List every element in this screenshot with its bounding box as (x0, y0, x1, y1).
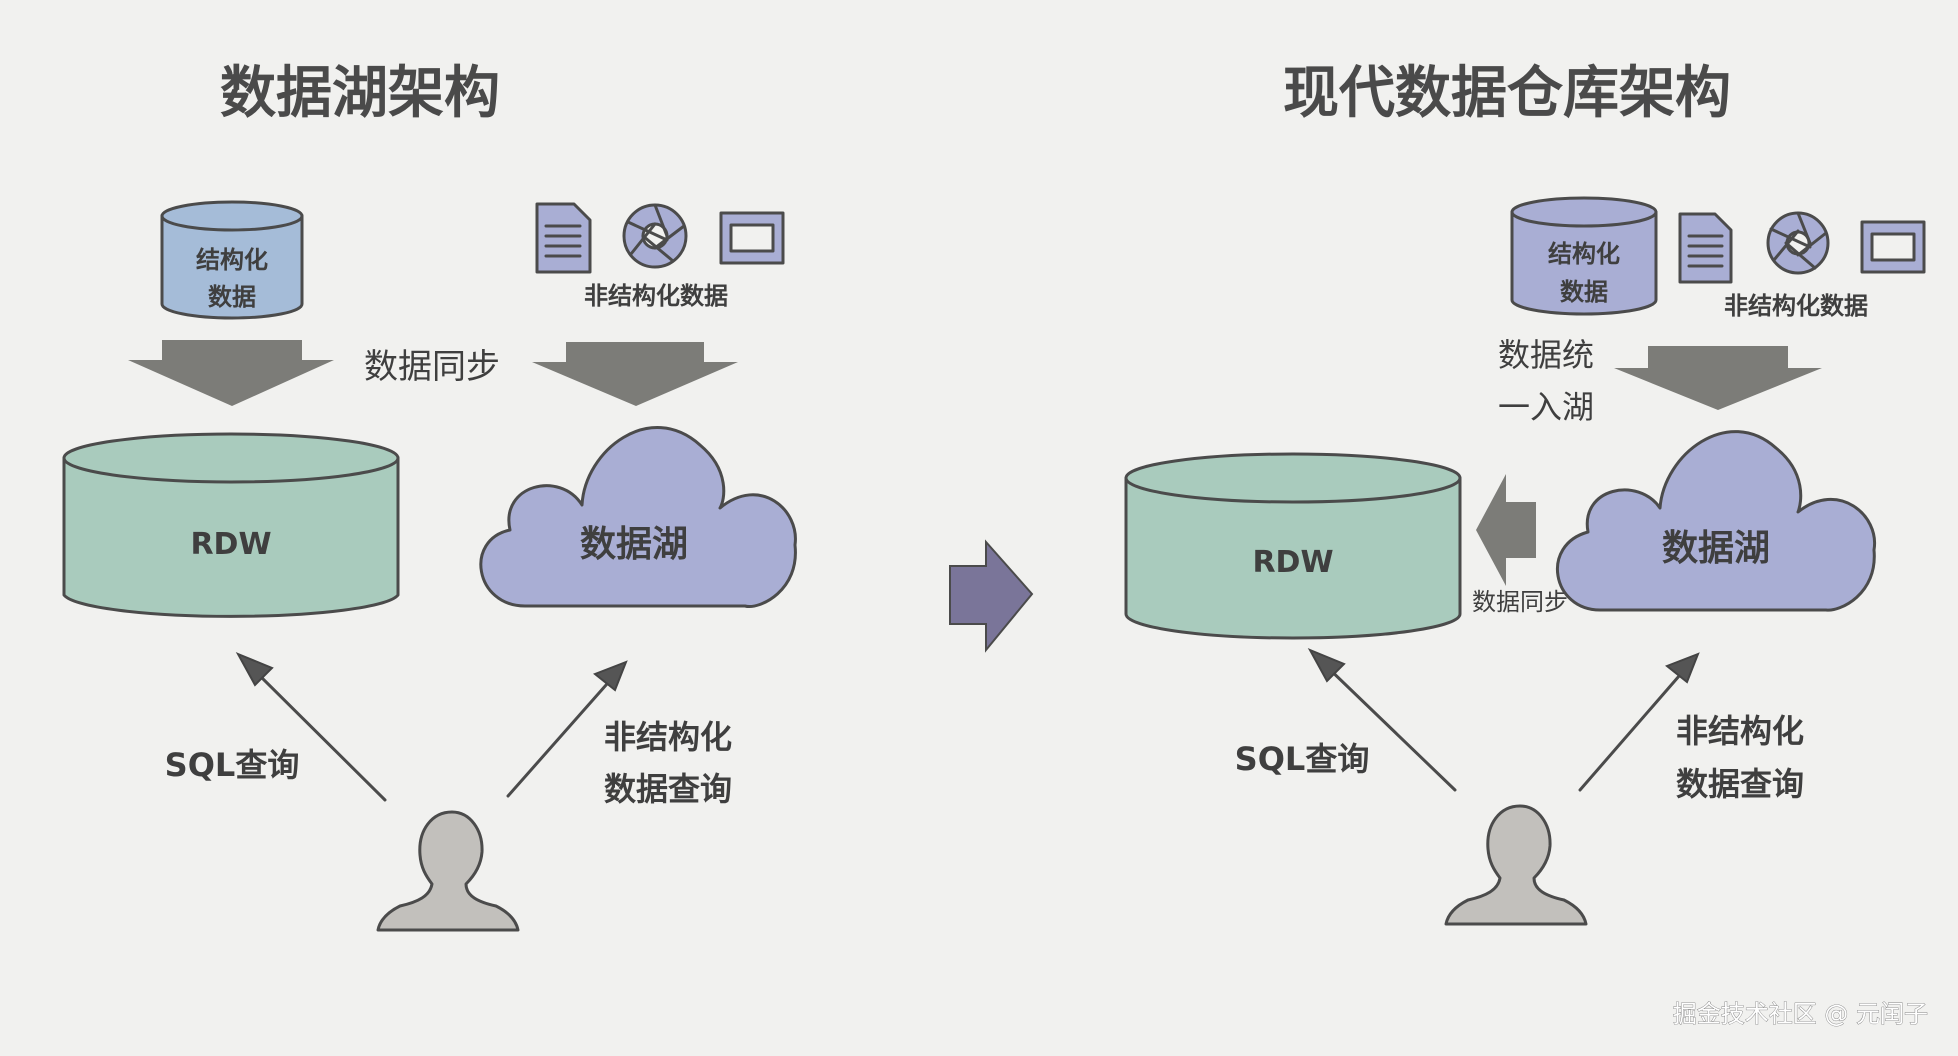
left-lake-label: 数据湖 (580, 524, 688, 565)
right-ingest-label-2: 一入湖 (1498, 388, 1594, 426)
left-unstructured-data-label: 非结构化数据 (584, 282, 728, 310)
left-unstructured-query-arrow (506, 660, 628, 798)
right-structured-db-label-1: 结构化 (1548, 240, 1620, 268)
right-unstructured-data-label: 非结构化数据 (1724, 292, 1868, 320)
person-icon (1444, 804, 1588, 926)
right-sync-label: 数据同步 (1472, 588, 1568, 616)
left-sync-label: 数据同步 (364, 347, 500, 387)
left-structured-db-label-1: 结构化 (196, 246, 268, 274)
right-sql-query-label: SQL查询 (1235, 740, 1370, 778)
left-panel: 数据湖架构 结构化 数据 非结构化数据 数据同步 (62, 61, 797, 932)
left-arrow-down-1 (128, 340, 334, 406)
left-structured-db-label-2: 数据 (208, 283, 256, 311)
film-strip-icon (1860, 220, 1926, 274)
right-sync-arrow (1476, 474, 1536, 586)
right-sql-query-arrow (1307, 647, 1457, 792)
left-sql-query-arrow (235, 651, 387, 802)
left-unstructured-query-label-1: 非结构化 (604, 718, 732, 756)
right-arrow-down (1614, 346, 1822, 410)
right-unstructured-query-label-2: 数据查询 (1676, 765, 1804, 803)
right-ingest-label-1: 数据统 (1498, 336, 1594, 374)
right-structured-db-label-2: 数据 (1560, 278, 1608, 306)
left-title: 数据湖架构 (220, 61, 500, 126)
document-icon (1678, 212, 1733, 284)
left-data-lake-cloud: 数据湖 (479, 426, 797, 608)
left-rdw-label: RDW (190, 527, 271, 562)
transition-arrow-icon (949, 539, 1034, 653)
left-unstructured-query-label-2: 数据查询 (604, 770, 732, 808)
camera-shutter-icon (1766, 211, 1830, 275)
right-structured-db: 结构化 数据 (1510, 196, 1658, 316)
right-lake-label: 数据湖 (1662, 528, 1770, 569)
right-rdw-label: RDW (1252, 545, 1333, 580)
right-data-lake-cloud: 数据湖 (1556, 430, 1877, 612)
left-rdw-cylinder: RDW (62, 432, 400, 618)
left-sql-query-label: SQL查询 (165, 746, 300, 784)
film-strip-icon (719, 211, 785, 265)
left-arrow-down-2 (532, 342, 738, 406)
watermark: 掘金技术社区 @ 元闰子 (1673, 1000, 1928, 1028)
right-unstructured-query-arrow (1578, 652, 1700, 792)
document-icon (535, 202, 592, 274)
person-icon (376, 810, 520, 932)
right-rdw-cylinder: RDW (1124, 452, 1462, 640)
right-title: 现代数据仓库架构 (1283, 61, 1731, 126)
left-structured-db: 结构化 数据 (160, 200, 304, 320)
right-unstructured-query-label-1: 非结构化 (1676, 712, 1804, 750)
right-panel: 现代数据仓库架构 结构化 数据 非结构化数据 数据统 一入湖 (1124, 61, 1926, 926)
camera-shutter-icon (622, 203, 688, 269)
